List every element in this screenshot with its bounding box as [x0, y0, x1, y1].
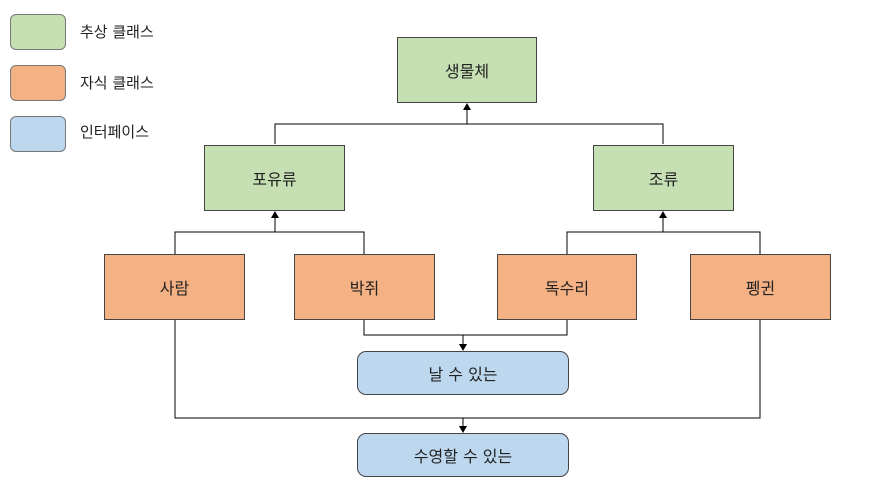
node-bird: 조류 [593, 145, 734, 211]
legend-label-abstract: 추상 클래스 [80, 23, 154, 41]
node-mammal: 포유류 [204, 145, 345, 211]
edge-human-to-mammal [174, 231, 275, 254]
node-can-fly: 날 수 있는 [357, 351, 569, 395]
arrowhead-organism [463, 103, 471, 110]
node-human: 사람 [104, 254, 245, 320]
edge-eagle-to-can-fly [463, 320, 568, 336]
legend-label-interface: 인터페이스 [80, 123, 150, 141]
arrowhead-can-swim [459, 426, 467, 433]
arrowhead-can-fly [459, 344, 467, 351]
edge-bat-to-can-fly [363, 320, 463, 336]
arrowhead-bird [659, 211, 667, 218]
edge-penguin-to-bird [663, 231, 761, 254]
node-can-swim: 수영할 수 있는 [357, 433, 569, 477]
edge-bat-to-mammal [275, 231, 365, 254]
legend-swatch-interface [10, 116, 66, 152]
node-eagle: 독수리 [497, 254, 637, 320]
edge-mammal-to-organism [274, 123, 467, 144]
node-bat: 박쥐 [294, 254, 435, 320]
edge-penguin-to-can-swim [463, 320, 761, 419]
node-penguin: 펭귄 [690, 254, 831, 320]
edge-bird-to-organism [467, 123, 664, 144]
arrowhead-mammal [271, 211, 279, 218]
edge-eagle-to-bird [566, 231, 663, 254]
legend-label-child: 자식 클래스 [80, 74, 154, 92]
legend-swatch-child [10, 65, 66, 101]
edge-human-to-can-swim [174, 320, 463, 419]
node-organism: 생물체 [397, 37, 537, 103]
legend-swatch-abstract [10, 14, 66, 50]
